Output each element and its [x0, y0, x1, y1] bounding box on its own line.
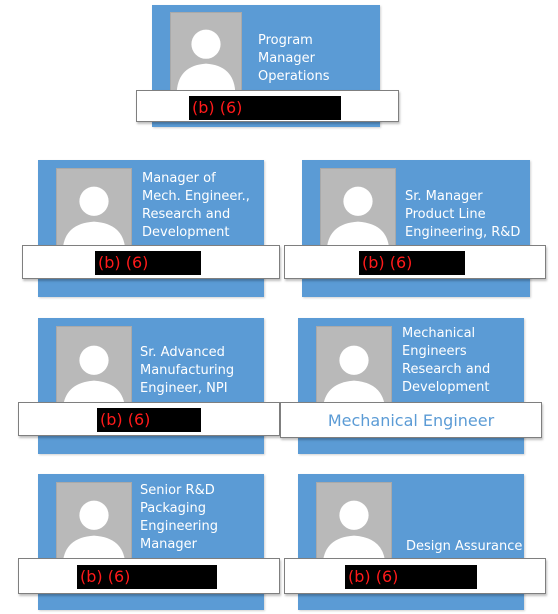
name-bar: (b) (6) [18, 402, 280, 436]
person-placeholder-icon [56, 482, 132, 564]
name-bar: (b) (6) [284, 245, 546, 279]
person-placeholder-icon [316, 482, 392, 564]
job-title: Design Assurance [406, 539, 523, 554]
person-placeholder-icon [56, 168, 132, 250]
name-bar: (b) (6) [284, 558, 546, 594]
redacted-name: (b) (6) [77, 565, 217, 589]
redacted-name: (b) (6) [97, 408, 201, 432]
name-bar: (b) (6) [136, 90, 399, 122]
employee-name: Mechanical Engineer [327, 410, 495, 430]
person-placeholder-icon [320, 168, 396, 250]
person-placeholder-icon [56, 326, 132, 410]
redacted-name: (b) (6) [359, 251, 465, 275]
person-placeholder-icon [316, 326, 392, 410]
redacted-name: (b) (6) [345, 565, 477, 589]
name-bar: Mechanical Engineer [280, 402, 542, 438]
redacted-name: (b) (6) [189, 96, 341, 120]
person-placeholder-icon [170, 12, 242, 92]
name-bar: (b) (6) [18, 558, 280, 594]
redacted-name: (b) (6) [95, 251, 201, 275]
name-bar: (b) (6) [22, 245, 280, 279]
